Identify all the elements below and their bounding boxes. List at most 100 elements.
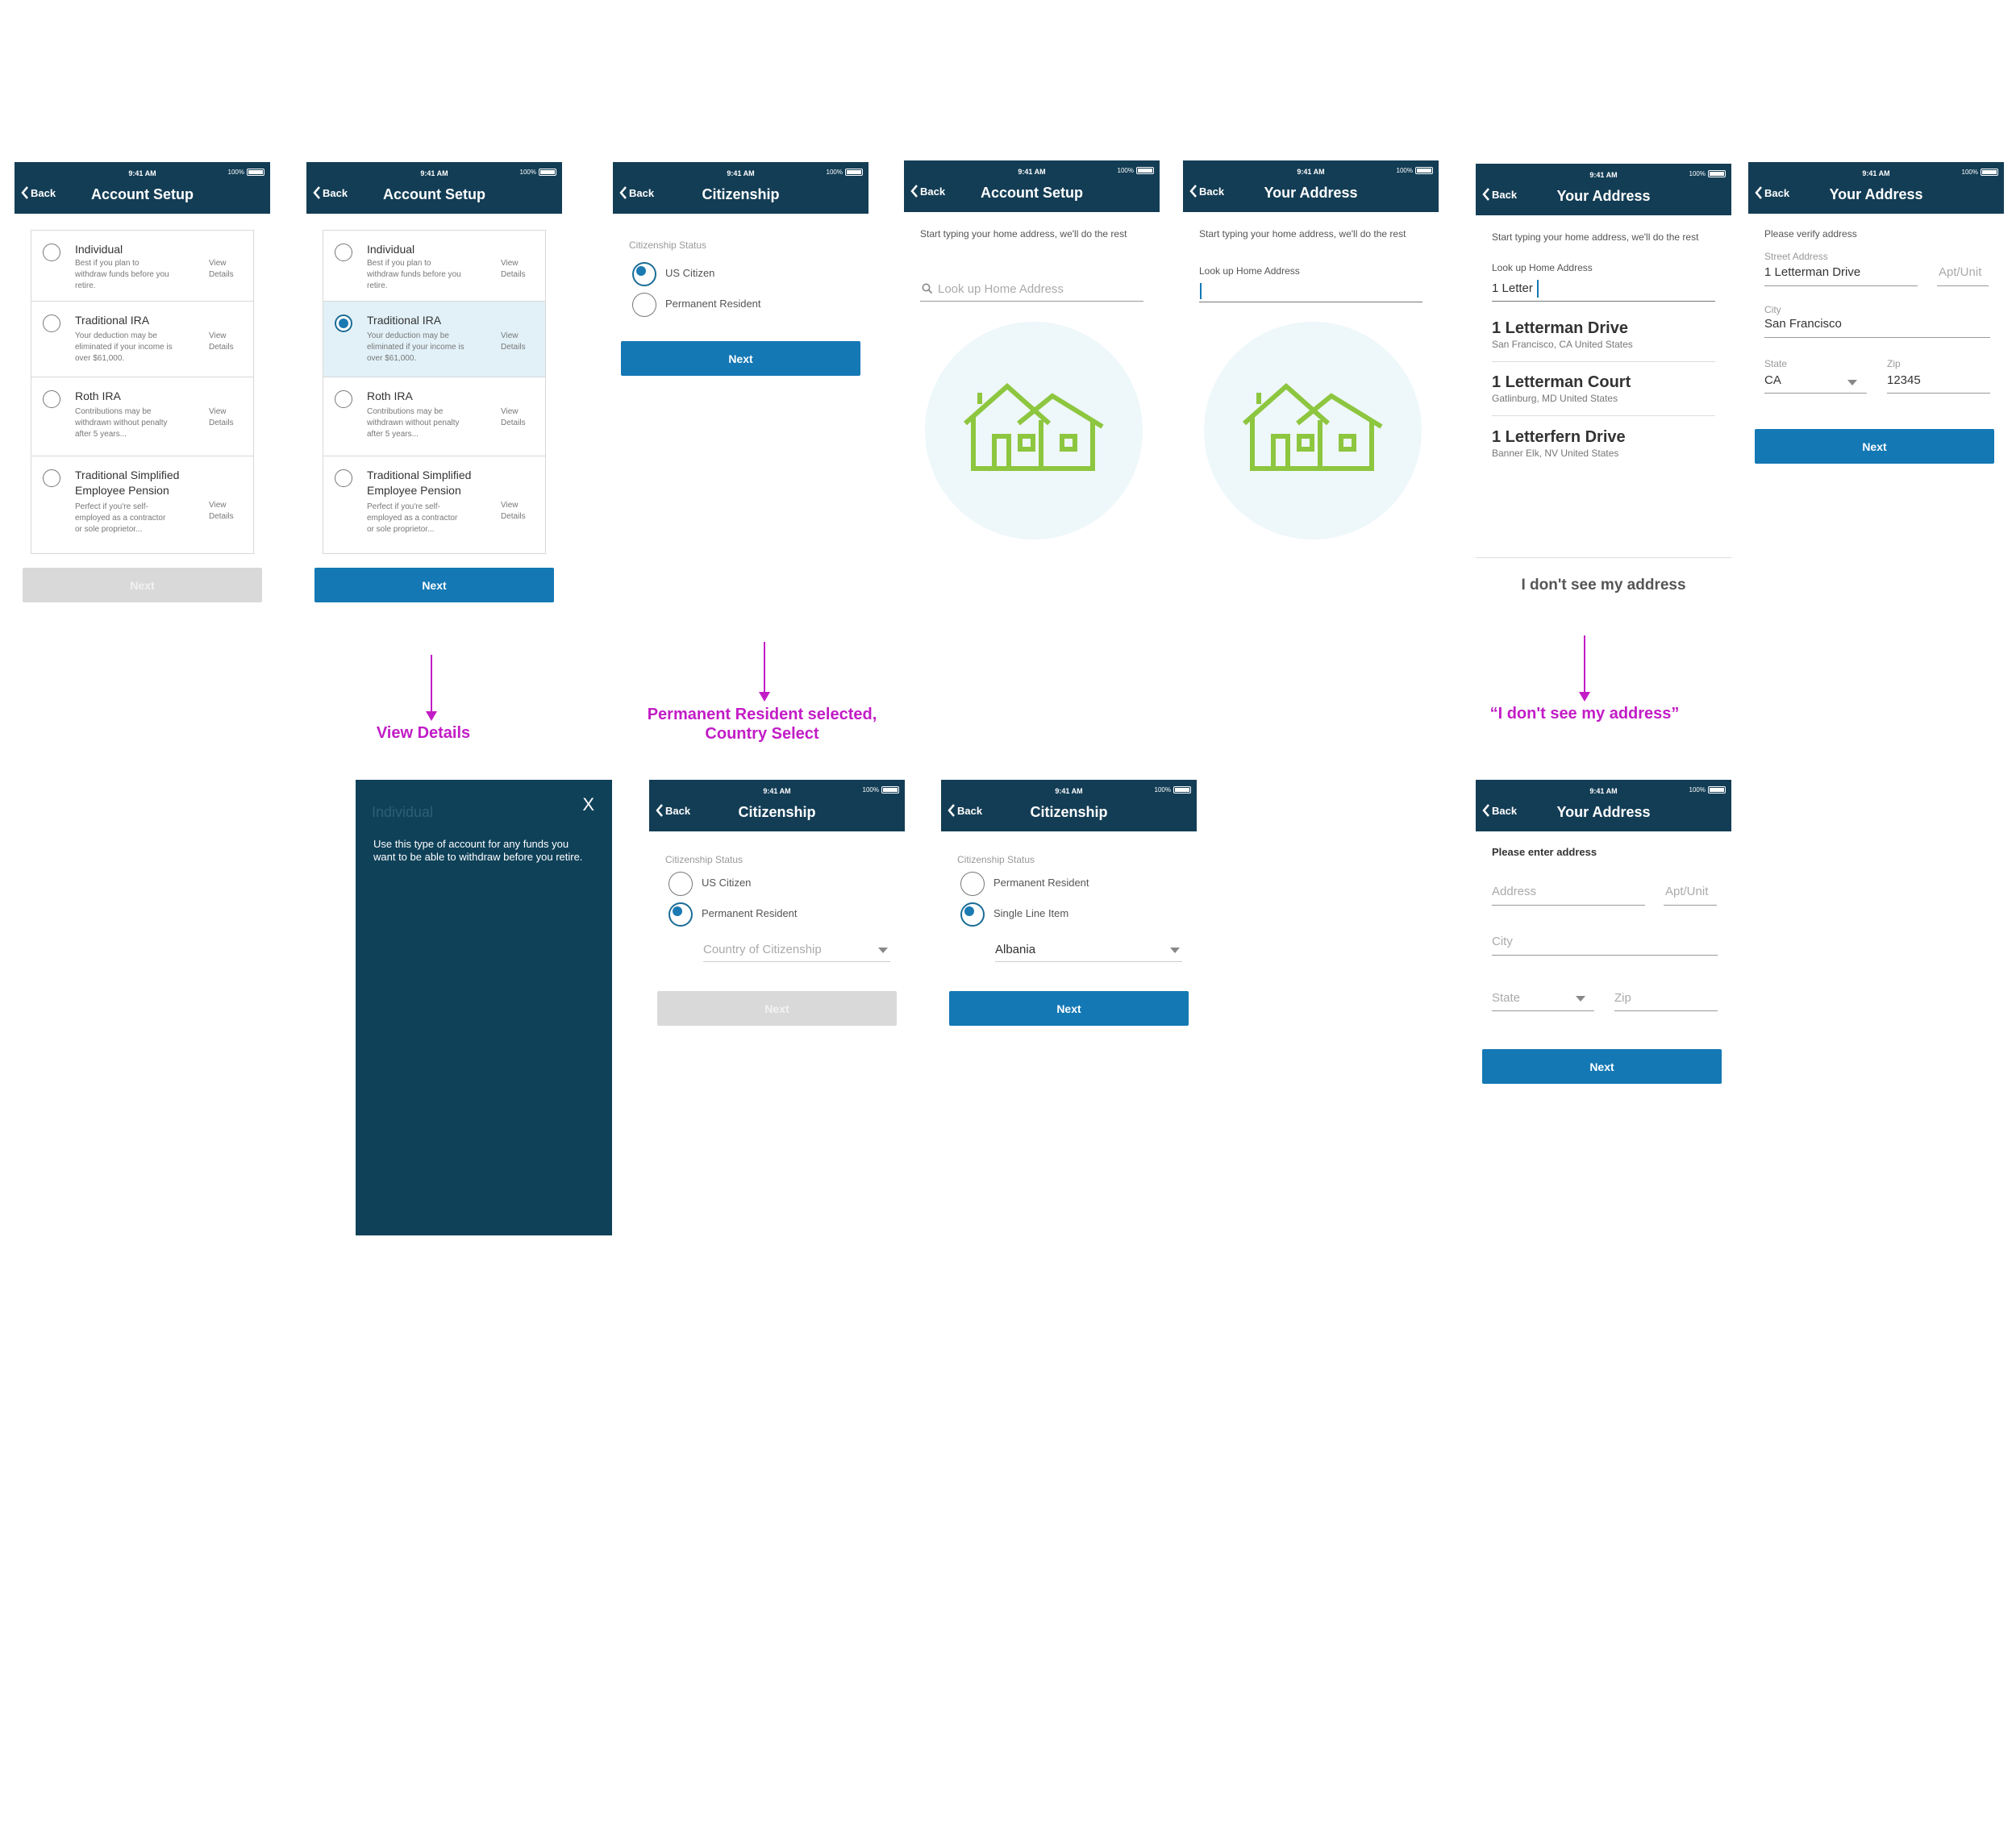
city-input[interactable]: City [1492,935,1513,948]
back-button[interactable]: Back [948,804,982,817]
radio-button[interactable] [335,244,352,261]
annotation-permanent-resident: Permanent Resident selected, Country Sel… [647,706,877,743]
state-select[interactable]: CA [1764,373,1781,387]
address-search-input[interactable]: 1 Letter [1492,278,1715,299]
radio-single-line-item[interactable] [960,902,985,927]
next-button[interactable]: Next [949,991,1189,1026]
chevron-down-icon[interactable] [1847,380,1857,385]
status-time: 9:41 AM [1862,169,1890,177]
flow-arrow [426,655,437,721]
radio-permanent-resident[interactable] [632,293,656,317]
chevron-down-icon[interactable] [1576,996,1585,1002]
battery-icon [247,169,264,176]
dont-see-address-link[interactable]: I don't see my address [1521,577,1686,594]
radio-button[interactable] [43,314,60,332]
radio-permanent-resident[interactable] [669,902,693,927]
back-button[interactable]: Back [1189,185,1224,198]
input-underline [1764,337,1990,338]
page-title: Account Setup [382,186,485,202]
street-input[interactable]: 1 Letterman Drive [1764,265,1861,279]
address-input[interactable]: Address [1492,885,1537,898]
annotation-view-details: View Details [376,724,471,742]
address-intro-text: Start typing your home address, we'll do… [920,228,1127,240]
page-title: Account Setup [90,186,194,202]
input-underline [1664,905,1717,906]
account-option-sep[interactable]: Traditional Simplified Employee Pension … [31,456,253,553]
battery-icon [539,169,556,176]
back-button[interactable]: Back [21,186,56,199]
app-header: 9:41 AM 100% Back Your Address [1183,160,1439,212]
zip-input[interactable]: Zip [1614,991,1631,1005]
radio-button[interactable] [335,469,352,487]
back-button[interactable]: Back [619,186,654,199]
radio-permanent-resident[interactable] [960,872,985,896]
screen-verify-address: 9:41 AM 100% Back Your Address Please ve… [1748,162,2004,485]
next-button[interactable]: Next [657,991,897,1026]
option-title: Traditional Simplified Employee Pension [75,469,180,497]
close-icon[interactable]: X [582,794,594,814]
app-header: 9:41 AM 100% Back Account Setup [306,162,562,214]
zip-input[interactable]: 12345 [1887,373,1921,387]
account-option-sep[interactable]: Traditional Simplified Employee Pension … [323,456,545,553]
address-search-input[interactable]: Look up Home Address [938,282,1064,296]
state-select[interactable]: State [1492,991,1521,1005]
screen-your-address-focused: 9:41 AM 100% Back Your Address Start typ… [1183,160,1439,548]
country-select[interactable]: Albania [995,943,1036,956]
back-button[interactable]: Back [1755,186,1789,199]
status-time: 9:41 AM [1297,168,1325,176]
back-button[interactable]: Back [313,186,348,199]
search-icon [922,283,933,294]
option-title: Traditional Simplified Employee Pension [367,469,472,497]
radio-us-citizen[interactable] [669,872,693,896]
radio-button[interactable] [43,390,60,408]
next-button[interactable]: Next [1755,429,1994,464]
city-input[interactable]: San Francisco [1764,317,1842,331]
chevron-down-icon[interactable] [878,948,888,953]
next-button[interactable]: Next [621,341,860,376]
permanent-resident-label: Permanent Resident [702,907,798,919]
next-button[interactable]: Next [314,568,554,602]
radio-button[interactable] [335,390,352,408]
screen-citizenship-country-selected: 9:41 AM 100% Back Citizenship Citizenshi… [941,780,1197,1038]
apt-unit-input[interactable]: Apt/Unit [1665,885,1709,898]
chevron-down-icon[interactable] [1170,948,1180,953]
back-button[interactable]: Back [1482,804,1517,817]
input-underline [1614,1010,1718,1011]
address-suggestion[interactable]: 1 Letterfern Drive Banner Elk, NV United… [1492,422,1715,470]
radio-us-citizen[interactable] [632,262,656,286]
next-button[interactable]: Next [1482,1049,1722,1084]
country-select[interactable]: Country of Citizenship [703,943,822,956]
radio-button[interactable] [43,469,60,487]
next-button[interactable]: Next [23,568,262,602]
address-search-input[interactable] [1199,280,1422,301]
screen-account-setup-selected: 9:41 AM 100% Back Account Setup Individu… [306,162,562,614]
option-title: Individual [367,243,415,256]
suggestion-region: Gatlinburg, MD United States [1492,393,1618,404]
back-button[interactable]: Back [910,185,945,198]
address-suggestion[interactable]: 1 Letterman Drive San Francisco, CA Unit… [1492,313,1715,362]
back-button[interactable]: Back [1482,188,1517,201]
suggestion-region: San Francisco, CA United States [1492,339,1633,350]
back-button[interactable]: Back [656,804,690,817]
radio-button-selected[interactable] [335,314,352,332]
suggestion-street: 1 Letterman Court [1492,373,1631,391]
radio-button[interactable] [43,244,60,261]
address-suggestion[interactable]: 1 Letterman Court Gatlinburg, MD United … [1492,367,1715,416]
apt-unit-input[interactable]: Apt/Unit [1939,265,1982,279]
input-underline [1492,1010,1594,1011]
